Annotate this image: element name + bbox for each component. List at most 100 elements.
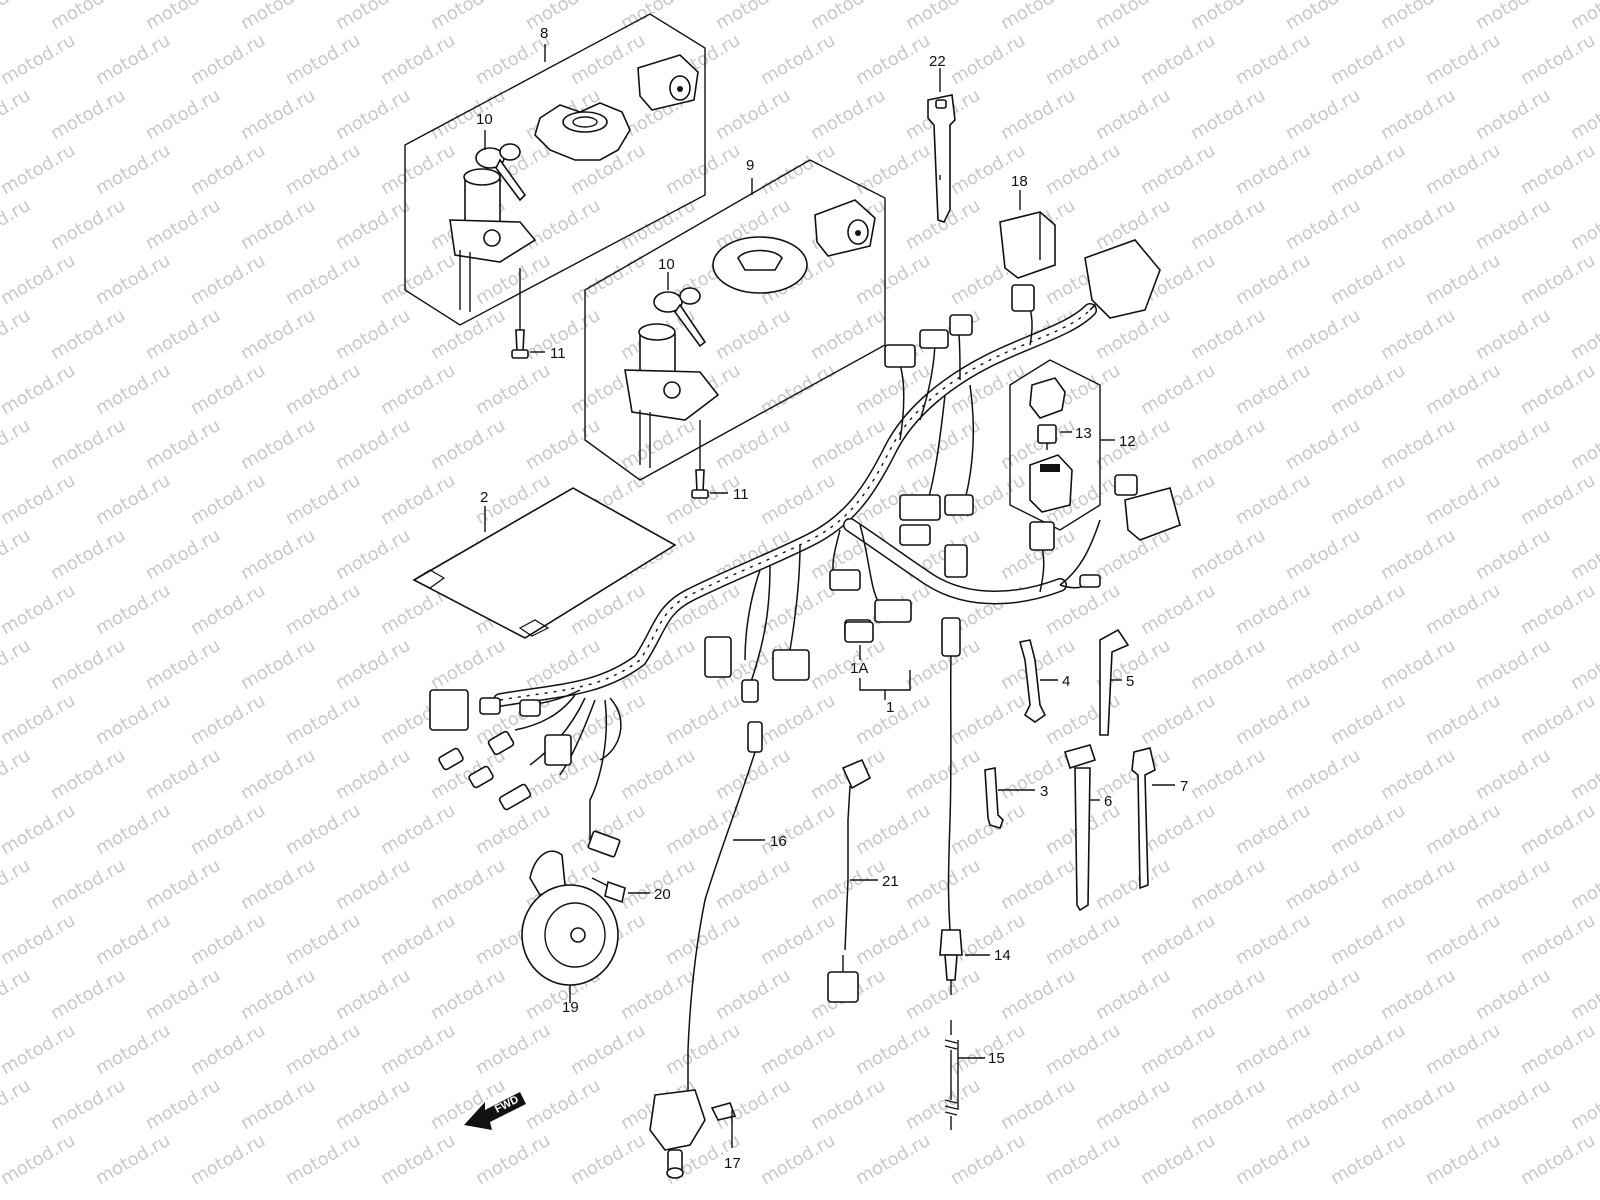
watermark-text: motod.ru: [1092, 855, 1174, 914]
key-10-lower: [653, 287, 707, 348]
bolt-20: [591, 877, 650, 904]
watermark-text: motod.ru: [947, 140, 1029, 199]
watermark-text: motod.ru: [1377, 965, 1459, 1024]
watermark-text: motod.ru: [1232, 250, 1314, 309]
watermark-text: motod.ru: [617, 745, 699, 804]
watermark-text: motod.ru: [617, 415, 699, 474]
watermark-text: motod.ru: [282, 30, 364, 89]
watermark-text: motod.ru: [47, 305, 129, 364]
watermark-text: motod.ru: [332, 635, 414, 694]
watermark-text: motod.ru: [0, 195, 34, 254]
watermark-text: motod.ru: [1472, 0, 1554, 34]
watermark-text: motod.ru: [1327, 140, 1409, 199]
fuel-cap-8: [534, 102, 631, 161]
label-sheet-2: [412, 487, 677, 639]
watermark-text: motod.ru: [1187, 525, 1269, 584]
watermark-text: motod.ru: [282, 690, 364, 749]
watermark-text: motod.ru: [1042, 140, 1124, 199]
watermark-text: motod.ru: [1517, 1020, 1599, 1079]
watermark-text: motod.ru: [1422, 360, 1504, 419]
watermark-text: motod.ru: [142, 525, 224, 584]
watermark-text: motod.ru: [617, 855, 699, 914]
callout-labels: 1 1A 2 3 4 5 6 7 8 9 10 10 11 11 12 13 1…: [476, 25, 1188, 1172]
watermark-text: motod.ru: [0, 745, 34, 804]
watermark-text: motod.ru: [1327, 580, 1409, 639]
watermark-text: motod.ru: [142, 965, 224, 1024]
wiring-harness-1: [493, 284, 1121, 840]
watermark-text: motod.ru: [47, 635, 129, 694]
watermark-text: motod.ru: [807, 1075, 889, 1134]
watermark-text: motod.ru: [332, 305, 414, 364]
watermark-text: motod.ru: [1232, 800, 1314, 859]
watermark-text: motod.ru: [1567, 0, 1600, 34]
watermark-text: motod.ru: [282, 1130, 364, 1189]
watermark-text: motod.ru: [1567, 85, 1600, 144]
ignition-switch-8: [449, 168, 537, 312]
watermark-text: motod.ru: [902, 1075, 984, 1134]
watermark-text: motod.ru: [1282, 85, 1364, 144]
watermark-text: motod.ru: [1517, 800, 1599, 859]
watermark-text: motod.ru: [947, 1130, 1029, 1189]
watermark-text: motod.ru: [1042, 910, 1124, 969]
clamp-5: [1099, 628, 1130, 736]
watermark-text: motod.ru: [1187, 745, 1269, 804]
watermark-text: motod.ru: [1232, 140, 1314, 199]
watermark-text: motod.ru: [237, 0, 319, 34]
watermark-text: motod.ru: [567, 30, 649, 89]
watermark-text: motod.ru: [47, 195, 129, 254]
screw-17: [710, 1102, 737, 1148]
watermark-text: motod.ru: [472, 360, 554, 419]
callout-8: 8: [540, 25, 548, 42]
fuse-13: [1037, 424, 1057, 450]
watermark-text: motod.ru: [1137, 910, 1219, 969]
watermark-text: motod.ru: [47, 0, 129, 34]
watermark-text: motod.ru: [92, 30, 174, 89]
watermark-text: motod.ru: [567, 250, 649, 309]
lock-set-kit-9: [584, 159, 886, 481]
watermark-text: motod.ru: [47, 525, 129, 584]
watermark-text: motod.ru: [852, 250, 934, 309]
watermark-text: motod.ru: [1282, 0, 1364, 34]
watermark-text: motod.ru: [0, 1020, 79, 1079]
watermark-text: motod.ru: [282, 470, 364, 529]
watermark-text: motod.ru: [472, 1130, 554, 1189]
watermark-text: motod.ru: [1377, 1075, 1459, 1134]
watermark-text: motod.ru: [1567, 965, 1600, 1024]
watermark-text: motod.ru: [47, 965, 129, 1024]
watermark-text: motod.ru: [1327, 690, 1409, 749]
watermark-text: motod.ru: [1327, 1130, 1409, 1189]
watermark-text: motod.ru: [1422, 250, 1504, 309]
watermark-text: motod.ru: [332, 1075, 414, 1134]
watermark-text: motod.ru: [187, 800, 269, 859]
watermark-text: motod.ru: [1377, 0, 1459, 34]
watermark-text: motod.ru: [472, 1020, 554, 1079]
watermark-text: motod.ru: [712, 85, 794, 144]
watermark-text: motod.ru: [1137, 360, 1219, 419]
watermark-text: motod.ru: [142, 635, 224, 694]
watermark-text: motod.ru: [92, 1020, 174, 1079]
watermark-text: motod.ru: [1327, 360, 1409, 419]
watermark-text: motod.ru: [1377, 85, 1459, 144]
watermark-text: motod.ru: [1567, 745, 1600, 804]
watermark-text: motod.ru: [1472, 855, 1554, 914]
watermark-text: motod.ru: [332, 415, 414, 474]
watermark-text: motod.ru: [1422, 140, 1504, 199]
watermark-text: motod.ru: [1282, 305, 1364, 364]
watermark-text: motod.ru: [1187, 415, 1269, 474]
watermark-text: motod.ru: [332, 745, 414, 804]
watermark-text: motod.ru: [332, 855, 414, 914]
watermark-text: motod.ru: [1042, 1020, 1124, 1079]
watermark-text: motod.ru: [377, 910, 459, 969]
watermark-text: motod.ru: [427, 965, 509, 1024]
watermark-text: motod.ru: [92, 690, 174, 749]
watermark-text: motod.ru: [662, 690, 744, 749]
watermark-text: motod.ru: [142, 415, 224, 474]
watermark-text: motod.ru: [377, 470, 459, 529]
sensor-21: [827, 758, 878, 1003]
watermark-text: motod.ru: [142, 745, 224, 804]
watermark-text: motod.ru: [1517, 360, 1599, 419]
watermark-text: motod.ru: [1567, 635, 1600, 694]
watermark-text: motod.ru: [567, 1130, 649, 1189]
callout-bracket-1: [859, 670, 911, 700]
watermark-text: motod.ru: [1187, 305, 1269, 364]
